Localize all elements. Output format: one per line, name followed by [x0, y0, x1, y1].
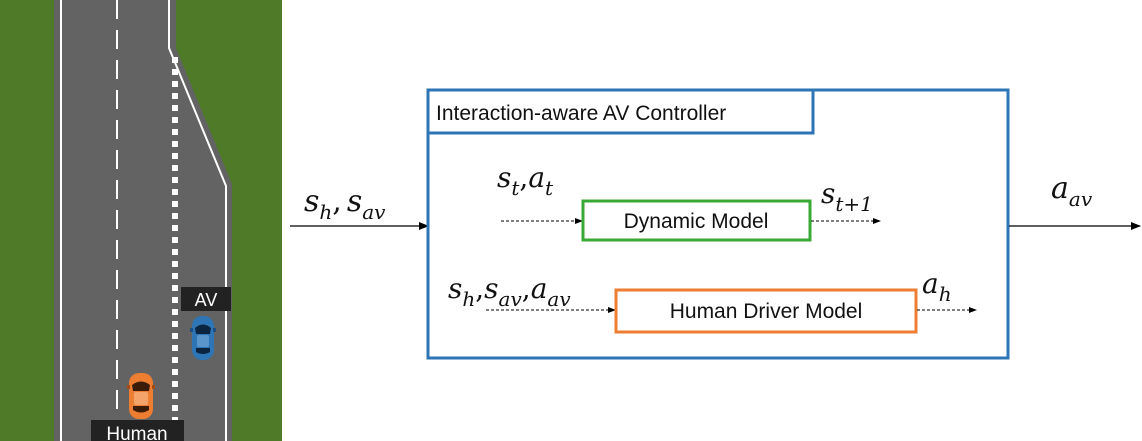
- road-surface: [54, 0, 232, 441]
- human-output-label: ah: [922, 267, 952, 306]
- human-car: [127, 373, 155, 419]
- output-label: aav: [1051, 171, 1093, 211]
- human-input-label: sh,sav,aav: [448, 272, 571, 311]
- orange-car-icon: [127, 373, 155, 419]
- road-scene: AV Human: [0, 0, 282, 441]
- dynamic-input-label: st,at: [497, 161, 554, 200]
- controller-title: Interaction-aware AV Controller: [436, 102, 726, 125]
- dynamic-output-label: st+1: [821, 177, 873, 216]
- blue-car-icon: [190, 316, 216, 360]
- input-label: sh,sav: [304, 184, 386, 224]
- diagram: sh,sav Interaction-aware AV Controller s…: [290, 88, 1141, 360]
- controller-title-box: [426, 88, 815, 135]
- road-right-edge: [168, 0, 227, 441]
- av-label-text: AV: [195, 290, 218, 310]
- human-model-label: Human Driver Model: [670, 300, 863, 323]
- human-label: Human: [91, 420, 184, 441]
- dynamic-model-label: Dynamic Model: [624, 210, 769, 233]
- av-label: AV: [181, 287, 231, 311]
- dynamic-model-box: [581, 199, 812, 242]
- human-model-box: [614, 288, 918, 334]
- human-label-text: Human: [106, 424, 167, 441]
- av-car: [190, 316, 216, 360]
